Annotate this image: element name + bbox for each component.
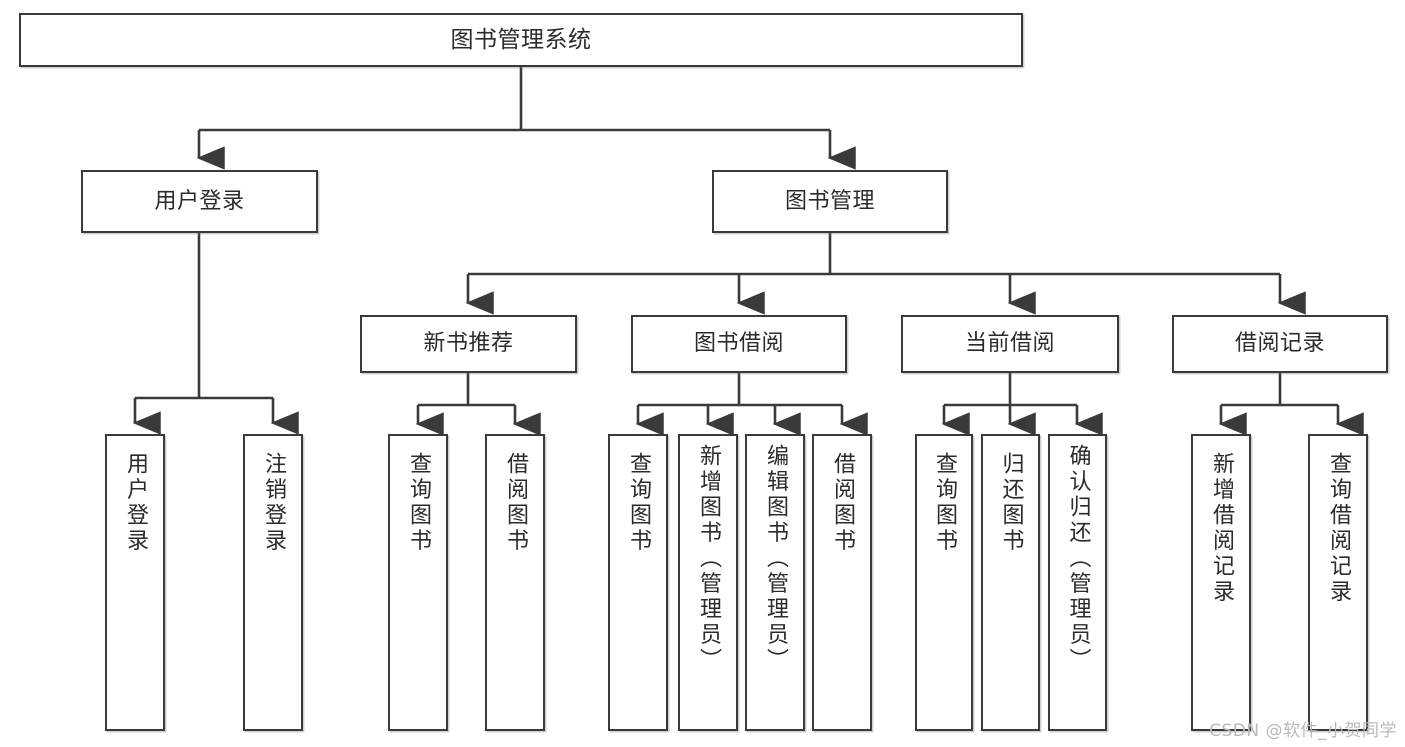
csdn-watermark: CSDN @软件_小贺同学 xyxy=(1209,721,1397,741)
node-label: 图书借阅 xyxy=(693,331,784,357)
node-label: 查询图书 xyxy=(932,452,957,554)
node-label: 用户登录 xyxy=(154,188,245,214)
node-book-borrow[interactable]: 图书借阅 xyxy=(631,315,847,373)
node-leaf-user-login[interactable]: 用户登录 xyxy=(105,434,165,731)
node-leaf-return-book[interactable]: 归还图书 xyxy=(981,434,1040,731)
node-current-borrow[interactable]: 当前借阅 xyxy=(901,315,1119,373)
node-new-book-recommend[interactable]: 新书推荐 xyxy=(360,315,577,373)
node-leaf-user-logout[interactable]: 注销登录 xyxy=(243,434,303,731)
node-root-system[interactable]: 图书管理系统 xyxy=(19,13,1023,67)
node-label: 图书管理 xyxy=(784,188,875,214)
node-label: 新书推荐 xyxy=(423,331,514,357)
edges-bookmgmt-to-level3 xyxy=(465,233,1306,315)
node-label: 新增图书（管理员） xyxy=(696,444,721,674)
node-user-login[interactable]: 用户登录 xyxy=(81,170,318,233)
node-book-management[interactable]: 图书管理 xyxy=(712,170,948,233)
node-label: 借阅记录 xyxy=(1234,331,1325,357)
node-leaf-query-book-2[interactable]: 查询图书 xyxy=(608,434,668,731)
node-label: 图书管理系统 xyxy=(450,26,592,53)
node-label: 新增借阅记录 xyxy=(1209,452,1234,605)
node-label: 借阅图书 xyxy=(503,452,528,554)
node-leaf-query-book-1[interactable]: 查询图书 xyxy=(388,434,448,731)
node-leaf-add-book[interactable]: 新增图书（管理员） xyxy=(678,434,738,731)
edges-bookborrow-to-leaves xyxy=(635,373,868,436)
edges-currentborrow-to-leaves xyxy=(941,373,1103,436)
node-label: 编辑图书（管理员） xyxy=(763,444,788,674)
node-leaf-add-borrow-record[interactable]: 新增借阅记录 xyxy=(1191,434,1251,731)
edges-borrowrecord-to-leaves xyxy=(1218,373,1364,436)
node-label: 注销登录 xyxy=(261,452,286,554)
node-label: 归还图书 xyxy=(998,452,1024,554)
node-label: 确认归还（管理员） xyxy=(1065,444,1091,674)
node-label: 查询借阅记录 xyxy=(1326,452,1351,605)
node-label: 当前借阅 xyxy=(964,331,1055,357)
node-leaf-edit-book[interactable]: 编辑图书（管理员） xyxy=(745,434,805,731)
node-leaf-borrow-book-1[interactable]: 借阅图书 xyxy=(485,434,545,731)
node-label: 借阅图书 xyxy=(830,452,855,554)
edges-newbook-to-leaves xyxy=(415,373,541,436)
node-leaf-borrow-book-2[interactable]: 借阅图书 xyxy=(812,434,872,731)
edges-root-to-level2 xyxy=(196,67,856,170)
node-leaf-query-book-3[interactable]: 查询图书 xyxy=(915,434,973,731)
node-label: 查询图书 xyxy=(406,452,431,554)
node-leaf-query-borrow-record[interactable]: 查询借阅记录 xyxy=(1308,434,1368,731)
node-borrow-record[interactable]: 借阅记录 xyxy=(1172,315,1388,373)
edges-userlogin-to-leaves xyxy=(132,233,299,435)
node-label: 用户登录 xyxy=(123,452,148,554)
node-label: 查询图书 xyxy=(626,452,651,554)
node-leaf-confirm-return[interactable]: 确认归还（管理员） xyxy=(1048,434,1107,731)
